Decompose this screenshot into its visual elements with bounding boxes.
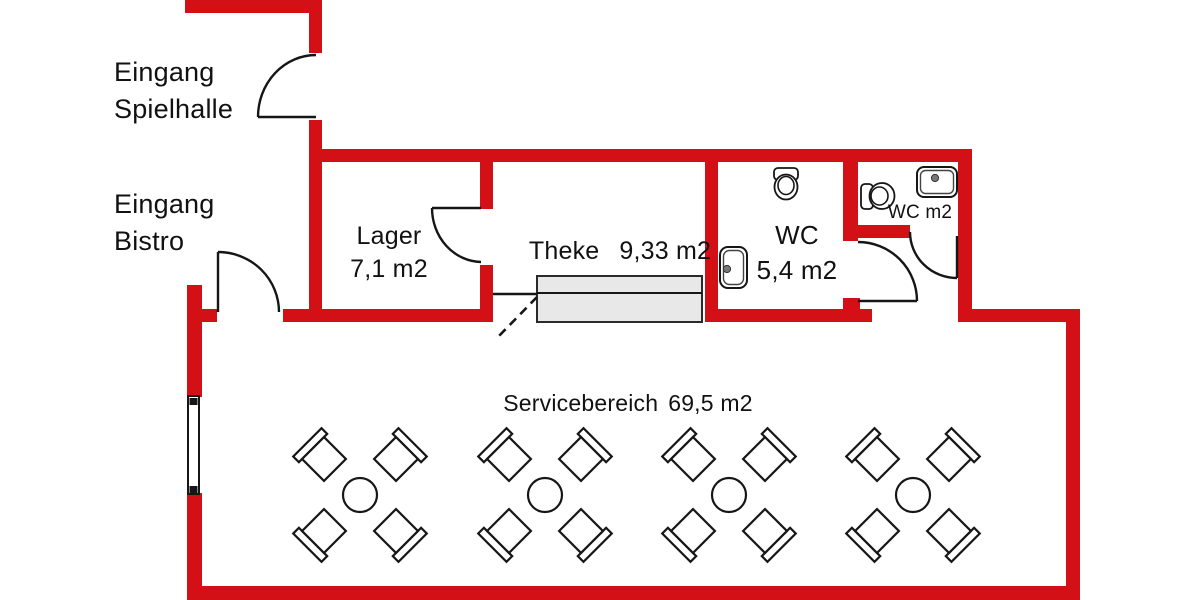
table-icon xyxy=(341,476,379,514)
wall-segment xyxy=(309,120,322,322)
table-group xyxy=(844,426,982,564)
table-group xyxy=(291,426,429,564)
table-icon xyxy=(894,476,932,514)
chair-icon xyxy=(660,507,717,564)
label-room-lager: Lager 7,1 m2 xyxy=(318,220,460,286)
room-area: 5,4 m2 xyxy=(756,255,838,285)
wall-segment xyxy=(187,586,1080,600)
chair-icon xyxy=(741,507,798,564)
chair-icon xyxy=(741,426,798,483)
room-name: Servicebereich xyxy=(503,390,659,416)
entrance-label-line: Eingang xyxy=(114,189,215,219)
chair-icon xyxy=(291,507,348,564)
label-eingang-bistro: Eingang Bistro xyxy=(114,186,215,260)
wall-segment xyxy=(858,225,910,238)
label-room-servicebereich: Servicebereich 69,5 m2 xyxy=(468,390,788,417)
wall-segment xyxy=(958,149,972,322)
table-icon xyxy=(710,476,748,514)
wall-segment xyxy=(283,309,493,322)
entrance-label-line: Bistro xyxy=(114,226,185,256)
chair-icon xyxy=(557,507,614,564)
seating-area-tables xyxy=(291,426,982,564)
wall-segment xyxy=(480,162,493,209)
wall-segment xyxy=(843,162,858,241)
chair-icon xyxy=(925,426,982,483)
chair-icon xyxy=(372,507,429,564)
chair-icon xyxy=(557,426,614,483)
walls xyxy=(185,0,1080,600)
label-room-wc-small: WC m2 xyxy=(880,202,960,224)
door-spielhalle xyxy=(256,53,317,119)
label-room-theke: Theke 9,33 m2 xyxy=(495,237,745,266)
entrance-label-line: Eingang xyxy=(114,57,215,87)
counter-swing-dashed-line xyxy=(496,296,538,339)
wall-segment xyxy=(480,265,493,322)
room-name: WC xyxy=(887,202,920,223)
door-wc-small xyxy=(908,231,959,280)
room-area: 7,1 m2 xyxy=(350,255,428,283)
room-area: 9,33 m2 xyxy=(619,237,712,265)
label-eingang-spielhalle: Eingang Spielhalle xyxy=(114,54,233,128)
door-wc xyxy=(857,240,919,303)
table-icon xyxy=(526,476,564,514)
door-lager xyxy=(430,206,482,264)
wall-segment xyxy=(185,0,322,13)
table-group xyxy=(476,426,614,564)
wall-segment xyxy=(309,149,972,162)
wall-segment xyxy=(187,285,202,397)
door-bistro xyxy=(216,250,281,313)
chair-icon xyxy=(291,426,348,483)
sink-icon xyxy=(719,246,748,289)
toilet-icon xyxy=(773,167,799,201)
chair-icon xyxy=(476,426,533,483)
chair-icon xyxy=(844,507,901,564)
chair-icon xyxy=(925,507,982,564)
chair-icon xyxy=(660,426,717,483)
sink-icon xyxy=(916,166,958,198)
wall-segment xyxy=(705,309,872,322)
label-room-wc: WC 5,4 m2 xyxy=(733,218,861,288)
room-area: m2 xyxy=(925,202,953,223)
toilet-icon xyxy=(860,182,896,210)
room-name: Theke xyxy=(528,237,600,265)
wall-segment xyxy=(1066,309,1080,600)
room-area: 69,5 m2 xyxy=(668,390,753,416)
counter xyxy=(536,275,703,323)
wall-segment xyxy=(958,309,1080,322)
window xyxy=(187,395,200,495)
wall-segment xyxy=(843,298,860,322)
entrance-label-line: Spielhalle xyxy=(114,94,234,124)
chair-icon xyxy=(844,426,901,483)
wall-segment xyxy=(705,162,718,322)
wall-segment xyxy=(187,493,202,600)
chair-icon xyxy=(476,507,533,564)
table-group xyxy=(660,426,798,564)
room-name: WC xyxy=(775,220,819,250)
room-name: Lager xyxy=(356,222,422,250)
wall-segment xyxy=(309,0,322,53)
chair-icon xyxy=(372,426,429,483)
